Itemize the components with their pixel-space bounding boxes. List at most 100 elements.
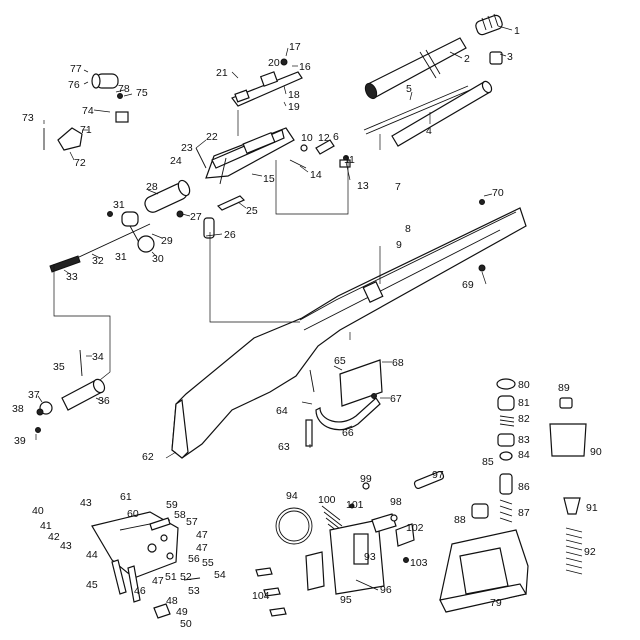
- callout-59: 59: [166, 499, 178, 511]
- callout-labels: 1 2 3 4 5 6 7 8 9 10 11 12 13 14 15 16 1…: [12, 25, 602, 630]
- callout-22: 22: [206, 131, 218, 143]
- callout-64: 64: [276, 405, 288, 417]
- callout-14: 14: [310, 169, 322, 181]
- magazine-release-stack: [471, 378, 516, 523]
- callout-50: 50: [180, 618, 192, 630]
- callout-49: 49: [176, 606, 188, 618]
- callout-11: 11: [344, 154, 355, 166]
- callout-15: 15: [263, 173, 275, 185]
- magazine: [439, 529, 529, 613]
- callout-37: 37: [28, 389, 40, 401]
- rod-sleeve: [391, 80, 493, 147]
- receiver: [195, 127, 295, 185]
- callout-99: 99: [360, 473, 372, 485]
- callout-32: 32: [92, 255, 104, 267]
- callout-102: 102: [406, 522, 424, 534]
- callout-84: 84: [518, 449, 530, 461]
- callout-62: 62: [142, 451, 154, 463]
- callout-79: 79: [490, 597, 502, 609]
- trigger-group: [91, 511, 201, 619]
- callout-68: 68: [392, 357, 404, 369]
- callout-44: 44: [86, 549, 98, 561]
- callout-34: 34: [92, 351, 104, 363]
- callout-56: 56: [188, 553, 200, 565]
- callout-103: 103: [410, 557, 428, 569]
- callout-19: 19: [288, 101, 300, 113]
- barrel-tube: [364, 37, 467, 100]
- callout-8: 8: [405, 223, 411, 235]
- callout-33: 33: [66, 271, 78, 283]
- callout-24: 24: [170, 155, 182, 167]
- scope-mount-rail: [231, 58, 303, 107]
- callout-69: 69: [462, 279, 474, 291]
- callout-66: 66: [342, 427, 354, 439]
- callout-38: 38: [12, 403, 24, 415]
- callout-46: 46: [134, 585, 146, 597]
- callout-28: 28: [146, 181, 158, 193]
- gas-cap: [489, 51, 503, 65]
- callout-81: 81: [518, 397, 530, 409]
- callout-86: 86: [518, 481, 530, 493]
- callout-53: 53: [188, 585, 200, 597]
- callout-75: 75: [136, 87, 148, 99]
- callout-55: 55: [202, 557, 214, 569]
- callout-78: 78: [118, 83, 130, 95]
- floorplate-assembly: [255, 470, 445, 617]
- callout-88: 88: [454, 514, 466, 526]
- callout-39: 39: [14, 435, 26, 447]
- callout-21: 21: [216, 67, 228, 79]
- callout-83: 83: [518, 434, 530, 446]
- callout-7: 7: [395, 181, 401, 193]
- callout-3: 3: [507, 51, 513, 63]
- callout-6: 6: [333, 131, 339, 143]
- muzzle-brake: [475, 13, 503, 36]
- callout-82: 82: [518, 413, 530, 425]
- callout-10: 10: [301, 132, 313, 144]
- callout-94: 94: [286, 490, 298, 502]
- callout-92: 92: [584, 546, 596, 558]
- callout-45: 45: [86, 579, 98, 591]
- callout-27: 27: [190, 211, 202, 223]
- callout-104: 104: [252, 590, 270, 602]
- callout-54: 54: [214, 569, 226, 581]
- callout-23: 23: [181, 142, 193, 154]
- callout-87: 87: [518, 507, 530, 519]
- callout-65: 65: [334, 355, 346, 367]
- callout-1: 1: [514, 25, 520, 37]
- callout-16: 16: [299, 61, 311, 73]
- rear-sight: [43, 73, 129, 151]
- trigger-guard: [305, 359, 383, 447]
- callout-31b: 31: [115, 251, 127, 263]
- callout-30: 30: [152, 253, 164, 265]
- callout-70: 70: [492, 187, 504, 199]
- callout-77: 77: [70, 63, 82, 75]
- stock: [171, 199, 527, 459]
- follower-spring: [549, 397, 587, 575]
- callout-67: 67: [390, 393, 402, 405]
- callout-9: 9: [396, 239, 402, 251]
- callout-48: 48: [166, 595, 178, 607]
- callout-100: 100: [318, 494, 336, 506]
- callout-97: 97: [432, 469, 444, 481]
- callout-40: 40: [32, 505, 44, 517]
- callout-42: 42: [48, 531, 60, 543]
- callout-47a: 47: [196, 529, 208, 541]
- callout-63: 63: [278, 441, 290, 453]
- callout-51: 51: [165, 571, 177, 583]
- callout-89: 89: [558, 382, 570, 394]
- callout-98: 98: [390, 496, 402, 508]
- callout-35: 35: [53, 361, 65, 373]
- striker-assembly: [35, 349, 106, 433]
- callout-29: 29: [161, 235, 173, 247]
- callout-36: 36: [98, 395, 110, 407]
- callout-96: 96: [380, 584, 392, 596]
- callout-13: 13: [357, 180, 369, 192]
- callout-5: 5: [406, 83, 412, 95]
- callout-93: 93: [364, 551, 376, 563]
- callout-74: 74: [82, 105, 94, 117]
- callout-4: 4: [426, 125, 432, 137]
- callout-47b: 47: [196, 542, 208, 554]
- callout-52: 52: [180, 571, 192, 583]
- callout-73: 73: [22, 112, 34, 124]
